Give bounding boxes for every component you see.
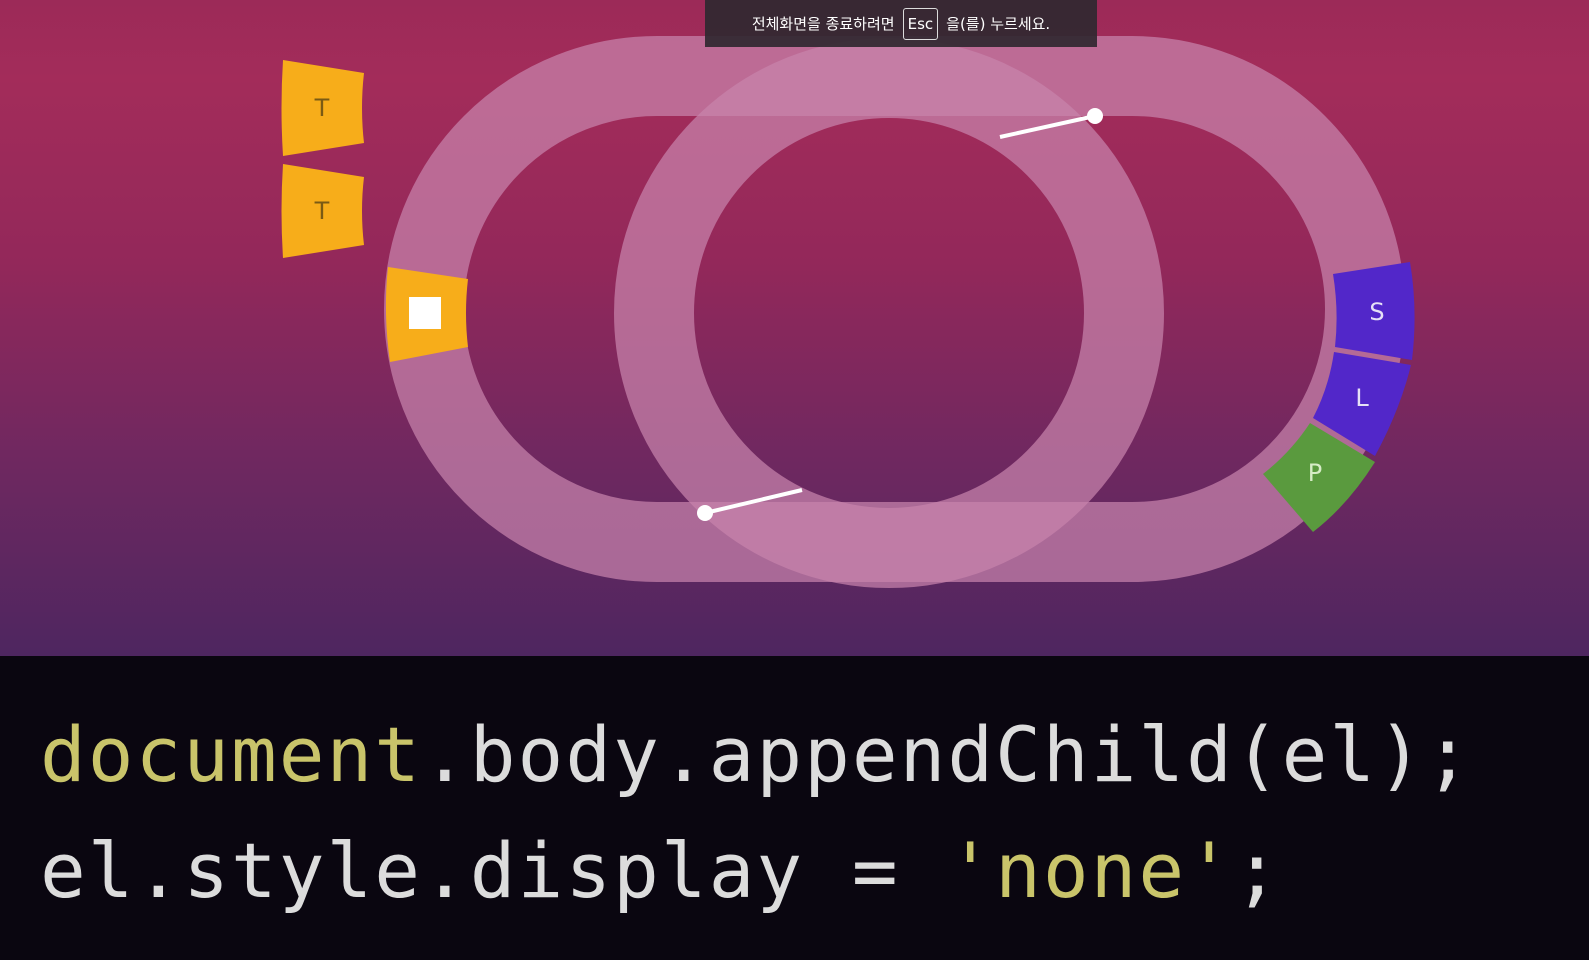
event-loop-diagram: T T S L P <box>0 0 1589 656</box>
esc-key-badge: Esc <box>902 7 939 40</box>
paint-chip: P <box>1263 423 1375 532</box>
code-line-append-child: document.body.appendChild(el); <box>40 710 1473 799</box>
task-chip-on-track <box>385 267 468 362</box>
event-loop-svg: T T S L P <box>281 36 1415 588</box>
event-loop-track <box>384 36 1405 582</box>
paint-chip-label: P <box>1308 459 1322 487</box>
code-panel <box>0 656 1589 960</box>
code-token-string: 'none' <box>947 826 1234 915</box>
code-token-prefix: el.style.display = <box>40 826 948 915</box>
task-running-square-icon <box>409 297 441 329</box>
code-token-suffix: ; <box>1233 826 1282 915</box>
render-loop-circle <box>614 38 1164 588</box>
code-token-document: document <box>40 710 423 799</box>
code-line-display-none: el.style.display = 'none'; <box>40 826 1282 915</box>
gate-line-bottom <box>704 488 803 515</box>
task-chip-label: T <box>314 197 330 225</box>
hint-text-after: 을(를) 누르세요. <box>946 15 1051 33</box>
task-queue-chip: T <box>281 60 364 156</box>
style-chip: S <box>1333 262 1415 360</box>
gate-line-top <box>999 114 1096 139</box>
code-token-rest: .body.appendChild(el); <box>422 710 1473 799</box>
exit-fullscreen-hint: 전체화면을 종료하려면 Esc 을(를) 누르세요. <box>705 0 1097 47</box>
task-chip-label: T <box>314 94 330 122</box>
gate-knob-top <box>1087 108 1103 124</box>
layout-chip-label: L <box>1355 384 1369 412</box>
style-chip-label: S <box>1369 298 1384 326</box>
layout-chip: L <box>1313 352 1411 456</box>
hint-text-before: 전체화면을 종료하려면 <box>751 15 895 33</box>
task-queue-chip: T <box>281 164 364 258</box>
gate-knob-bottom <box>697 505 713 521</box>
